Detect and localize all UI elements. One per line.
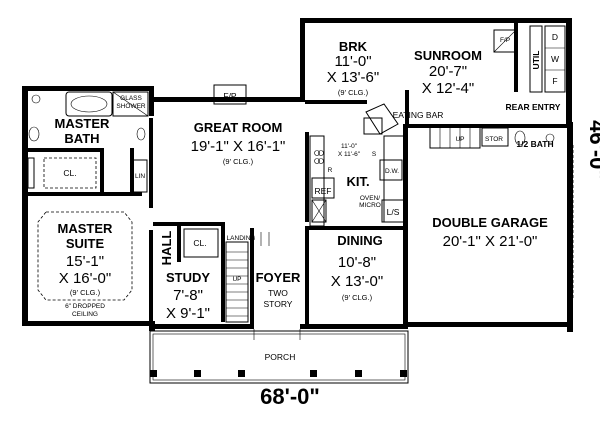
glass-shower-label-1: GLASS [120,95,142,102]
brk-dim2: X 13'-6" [327,69,379,86]
porch-label: PORCH [265,352,296,362]
brk-clg: (9' CLG.) [338,88,369,97]
eating-bar-label: EATING BAR [393,110,444,120]
washer-label: W [551,54,559,64]
foyer-sub-2: STORY [264,299,293,309]
master-suite-label-1: MASTER [58,221,114,236]
great-room-label: GREAT ROOM [194,120,283,135]
dining-dim1: 10'-8" [338,254,376,271]
dishwasher-label: D.W. [385,168,399,175]
fixture-labels: F/P F/P GLASS SHOWER CL. LIN CL. LANDING… [63,32,559,283]
glass-shower-label-2: SHOWER [116,103,146,110]
fp-label-1: F/P [223,91,237,101]
landing-label: LANDING [227,235,256,242]
kit-label: KIT. [346,174,369,189]
master-suite-clg: (9' CLG.) [70,288,101,297]
study-dim1: 7'-8" [173,287,203,304]
master-suite-ceiling-2: CEILING [72,311,98,318]
storage-label: STOR [485,136,503,143]
great-room-clg: (9' CLG.) [223,157,254,166]
garage-label: DOUBLE GARAGE [432,215,548,230]
master-bath-label-2: BATH [64,131,99,146]
study-closet-label: CL. [193,238,206,248]
stairs [183,228,270,323]
dining-clg: (9' CLG.) [342,293,373,302]
study-dim2: X 9'-1" [166,305,210,322]
brk-label: BRK [339,39,368,54]
garage-up-label: UP [455,136,464,143]
dryer-label: D [552,32,558,42]
fp-label-2: F/P [500,37,510,44]
brk-dim1: 11'-0" [334,53,371,70]
ref-label: REF [315,186,332,196]
overall-width: 68'-0" [260,384,320,409]
stair-up-label: UP [232,276,241,283]
overall-dimensions: 68'-0" 46'-0" [260,120,600,409]
overall-depth: 46'-0" [585,120,600,180]
master-suite-ceiling-1: 6" DROPPED [65,303,105,310]
master-suite-label-2: SUITE [66,236,105,251]
porch [149,329,409,384]
rear-entry-label: REAR ENTRY [506,102,561,112]
hall-label: HALL [159,231,174,266]
room-labels: BRK 11'-0" X 13'-6" (9' CLG.) SUNROOM 20… [55,39,561,362]
foyer-sub-1: TWO [268,288,288,298]
foyer-label: FOYER [256,270,301,285]
master-suite-dim2: X 16'-0" [59,270,111,287]
study-label: STUDY [166,270,210,285]
master-bath-label-1: MASTER [55,116,111,131]
sunroom-dim2: X 12'-4" [422,80,474,97]
great-room-dim: 19'-1" X 16'-1" [191,138,286,155]
oven-label-2: MICRO [359,202,381,209]
exterior-walls [22,18,573,332]
half-bath-label: 1/2 BATH [516,139,553,149]
util-label: UTIL [531,51,541,70]
utility-fixtures [429,25,566,149]
master-suite-dropped-ceiling [37,211,133,301]
master-bath-fixtures [27,91,149,193]
kitchen-fixtures [309,103,405,227]
dining-dim2: X 13'-0" [331,273,383,290]
garage-dim: 20'-1" X 21'-0" [443,233,538,250]
sink-mark: S [372,151,377,158]
sunroom-dim1: 20'-7" [429,63,467,80]
kit-dim2: X 11'-6" [338,151,361,158]
kit-dim1: 11'-0" [341,143,358,150]
dining-label: DINING [337,233,383,248]
bath-closet-label: CL. [63,168,76,178]
interior-walls [22,22,518,326]
master-suite-dim1: 15'-1" [66,253,104,270]
linen-label: LIN [135,173,145,180]
range-mark: R [328,167,333,174]
fireplaces [213,29,517,105]
sunroom-label: SUNROOM [414,48,482,63]
lazy-susan-label: L/S [387,207,400,217]
freezer-label: F [552,76,557,86]
oven-label-1: OVEN/ [360,195,380,202]
